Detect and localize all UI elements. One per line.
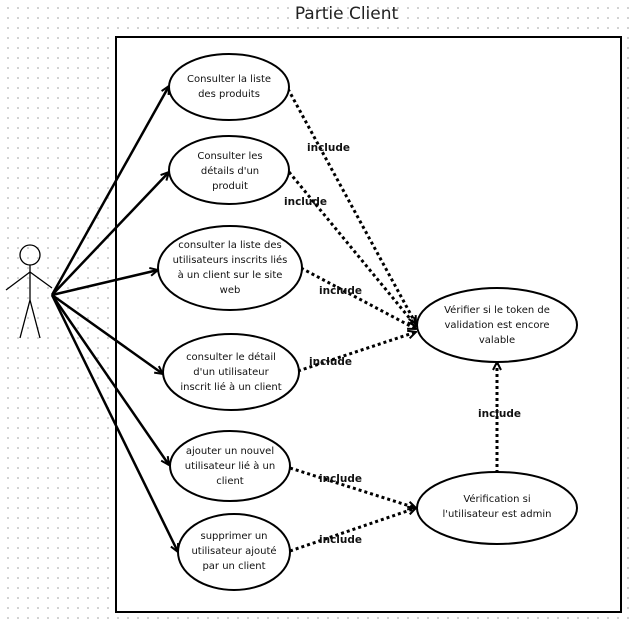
use-case-5-shape [169, 430, 291, 502]
include-uc4-token [297, 332, 416, 373]
use-case-4: consulter le détail d'un utilisateur ins… [180, 351, 282, 393]
include-label-uc5: include [319, 473, 363, 485]
use-case-4-shape [162, 333, 300, 411]
use-case-2-shape [168, 135, 290, 205]
include-uc3-token [300, 266, 416, 331]
use-case-5: ajouter un nouvel utilisateur lié à un c… [184, 445, 276, 487]
association-uc3 [51, 270, 158, 297]
use-case-2: Consulter les détails d'un produit [197, 150, 263, 192]
association-uc5 [50, 294, 169, 465]
use-case-1-shape [168, 53, 290, 121]
include-uc6-admin [289, 508, 416, 553]
include-label-uc2: include [284, 196, 328, 208]
include-label-uc4: include [309, 356, 353, 368]
diagram-title: Partie Client [294, 4, 399, 24]
include-label-uc1: include [307, 142, 351, 154]
use-case-admin: Vérification si l'utilisateur est admin [442, 494, 552, 520]
include-uc5-admin [289, 466, 416, 508]
use-case-admin-shape [416, 471, 578, 545]
actor-stick-figure [5, 244, 53, 339]
include-uc1-token [286, 88, 418, 324]
association-uc4 [51, 293, 163, 374]
include-label-uc3: include [319, 285, 363, 297]
use-case-token: Vérifier si le token de validation est e… [444, 304, 550, 346]
association-uc6 [50, 294, 180, 552]
use-case-3-shape [157, 225, 303, 311]
association-uc2 [51, 172, 169, 296]
use-case-1: Consulter la liste des produits [186, 74, 272, 100]
include-label-admin: include [478, 408, 522, 420]
include-label-uc6: include [319, 534, 363, 546]
association-uc1 [50, 86, 169, 296]
use-case-6: supprimer un utilisateur ajouté par un c… [191, 530, 277, 572]
use-case-3: consulter la liste des utilisateurs insc… [172, 240, 288, 296]
use-case-token-shape [416, 287, 578, 363]
use-case-6-shape [177, 513, 291, 591]
